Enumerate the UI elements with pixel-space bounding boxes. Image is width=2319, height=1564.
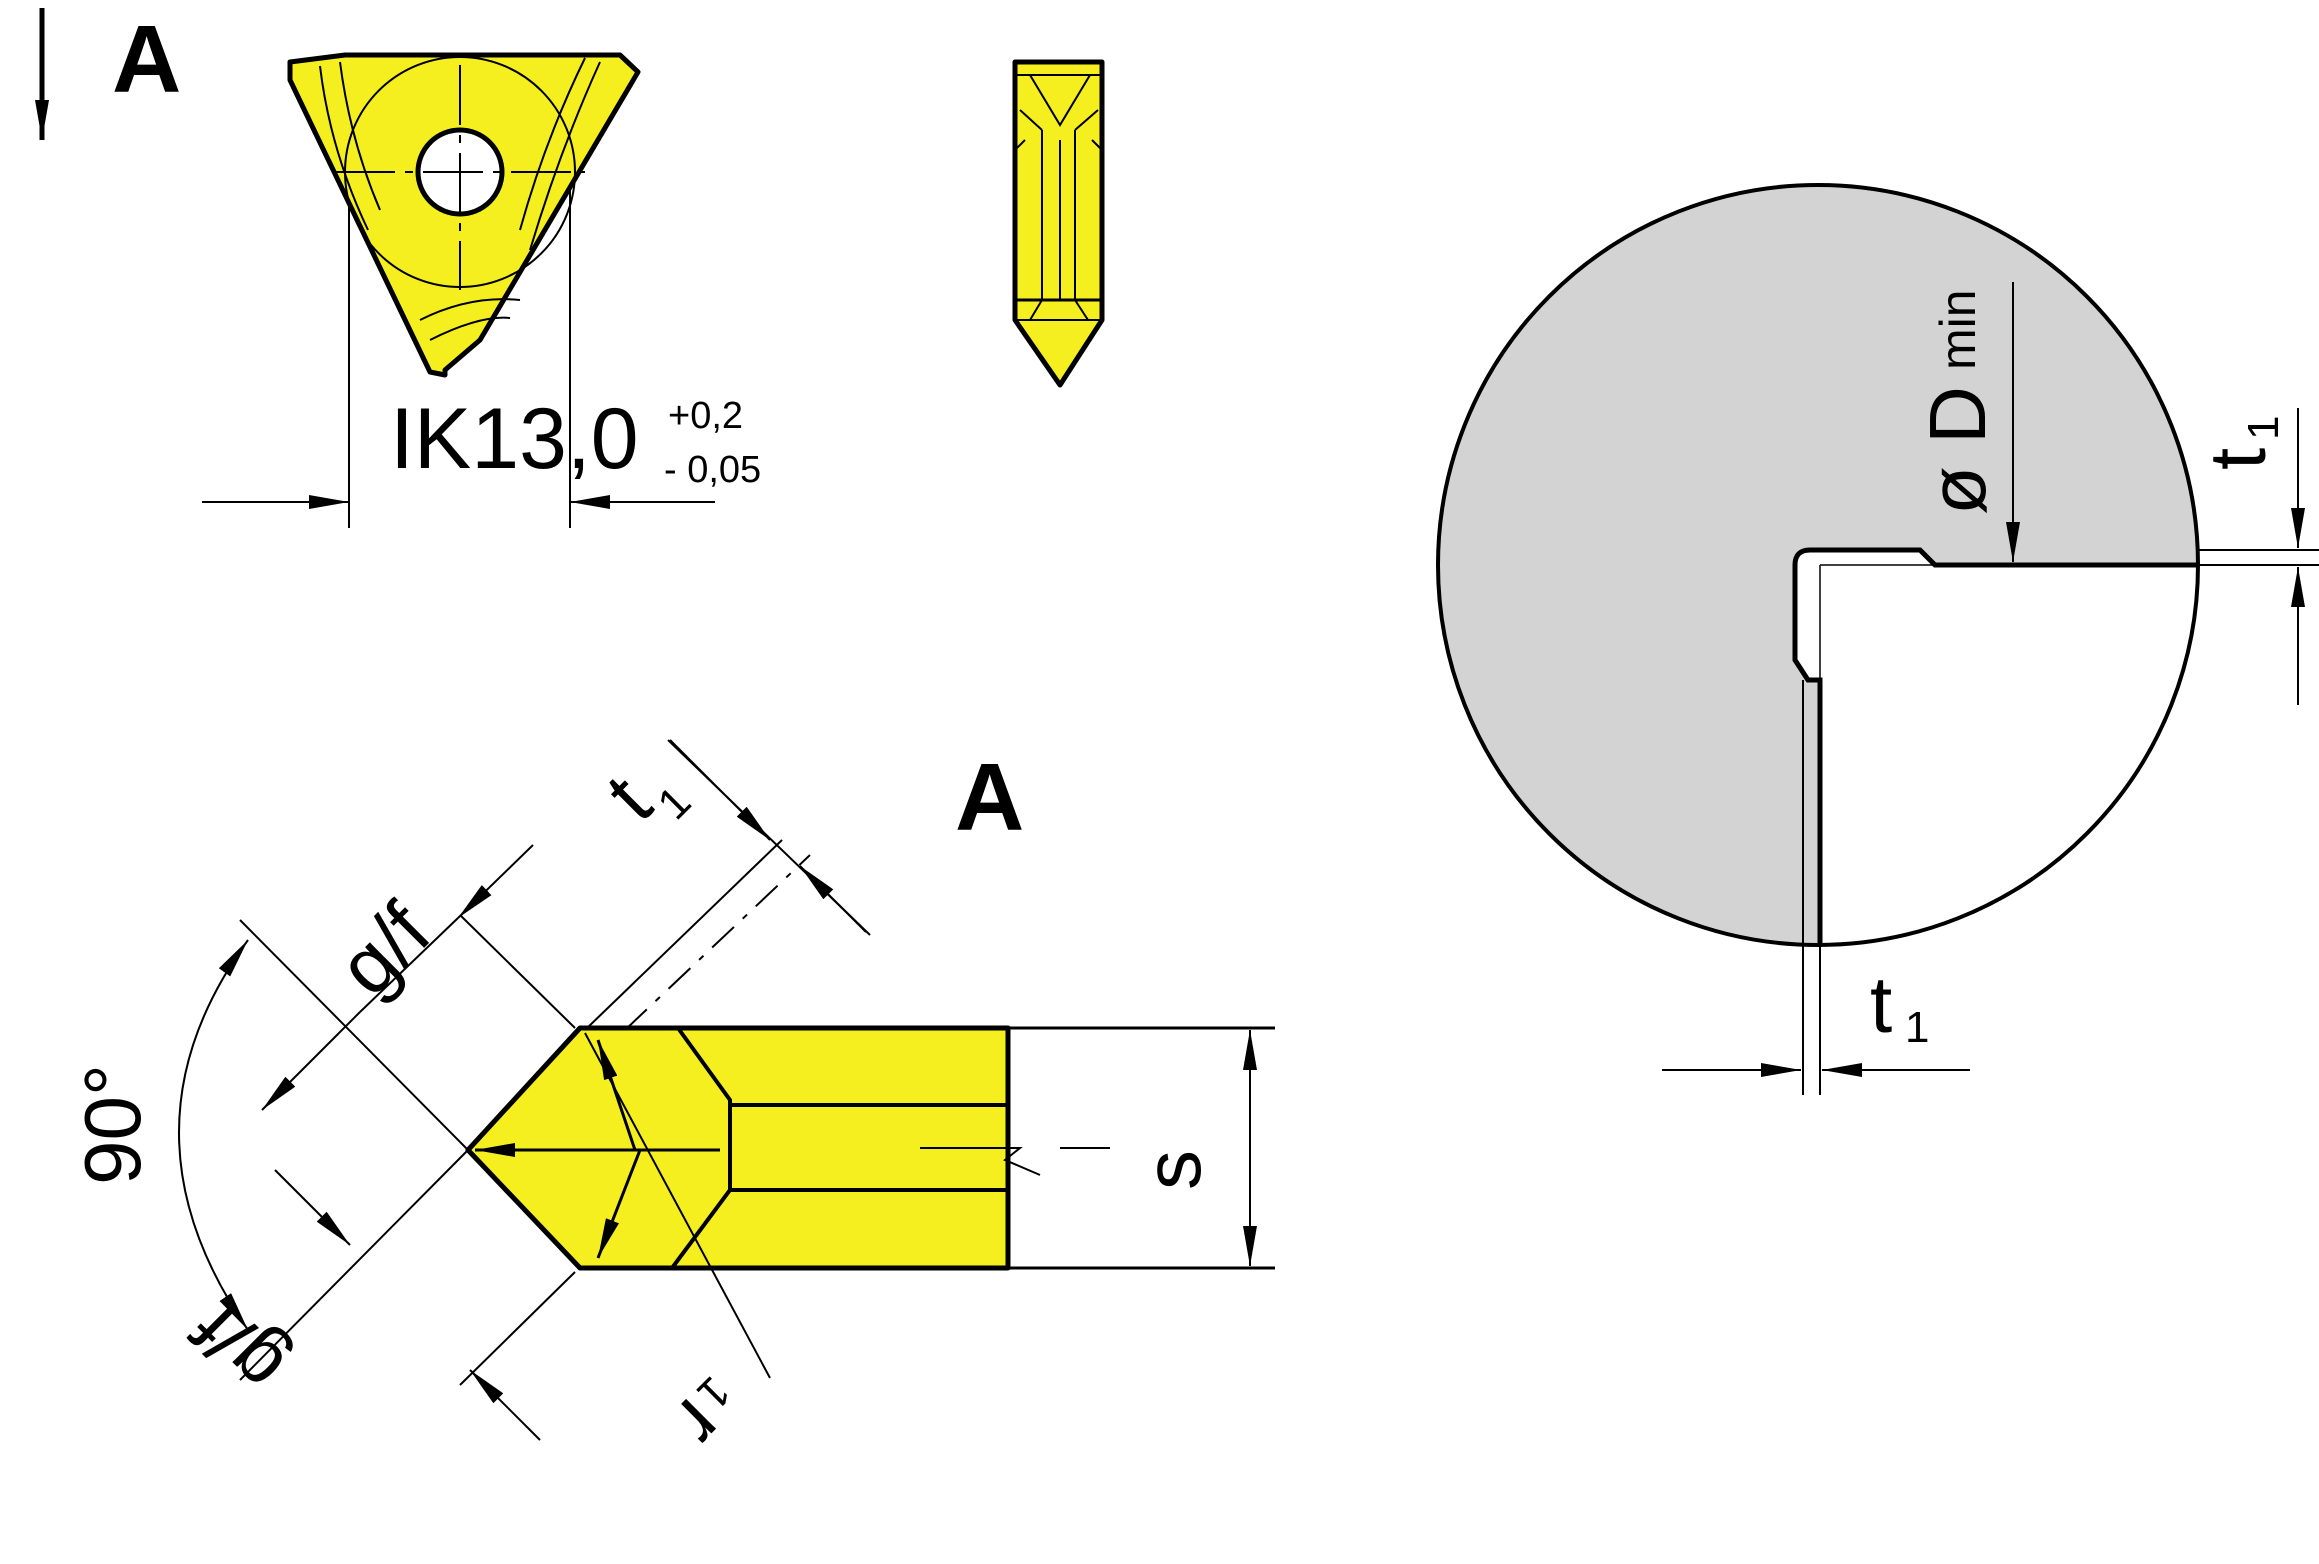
gf-lower-label: g/f	[176, 1285, 302, 1411]
detail-construction-lines	[239, 739, 871, 1386]
gf-lower-dimension	[274, 1169, 541, 1441]
t1-bottom-label: t	[1870, 960, 1892, 1049]
workpiece-bore-profile	[1792, 547, 2198, 945]
dmin-sub: min	[1930, 289, 1986, 370]
ik-dimension-label: IK13,0	[390, 391, 639, 487]
detail-profile-body	[465, 1025, 1011, 1271]
ik-tolerance-upper: +0,2	[668, 395, 743, 437]
detail-insert-profile	[465, 1025, 1110, 1271]
ik-tolerance-lower: - 0,05	[664, 449, 761, 491]
workpiece-section	[1436, 183, 2200, 947]
workpiece-gray-region	[1439, 185, 2198, 946]
t1-bottom-dimension	[1662, 680, 1970, 1095]
angle-90-dimension	[178, 939, 249, 1331]
ik-dimension	[202, 190, 715, 528]
t1-right-dimension	[2198, 408, 2319, 705]
dmin-symbol: ø D	[1913, 386, 2002, 515]
gf-upper-label: g/f	[321, 886, 447, 1012]
triangular-insert-top-view	[287, 52, 641, 378]
view-arrow-label: A	[112, 6, 181, 113]
t1-right-sub: 1	[2239, 416, 2288, 440]
s-label: s	[1128, 1150, 1217, 1190]
s-dimension	[1008, 1026, 1275, 1270]
side-view-body	[1012, 59, 1105, 388]
angle-90-label: 90°	[68, 1064, 157, 1185]
r1-leader	[584, 1032, 771, 1379]
gf-upper-dimension	[261, 844, 534, 1111]
section-label-a: A	[955, 744, 1024, 851]
t1-bottom-sub: 1	[1905, 1003, 1929, 1052]
t1-right-label: t	[2193, 448, 2282, 470]
detail-internal-arrows	[475, 1039, 720, 1259]
insert-side-view	[1012, 59, 1105, 388]
t1-diagonal-dimension	[669, 739, 867, 933]
